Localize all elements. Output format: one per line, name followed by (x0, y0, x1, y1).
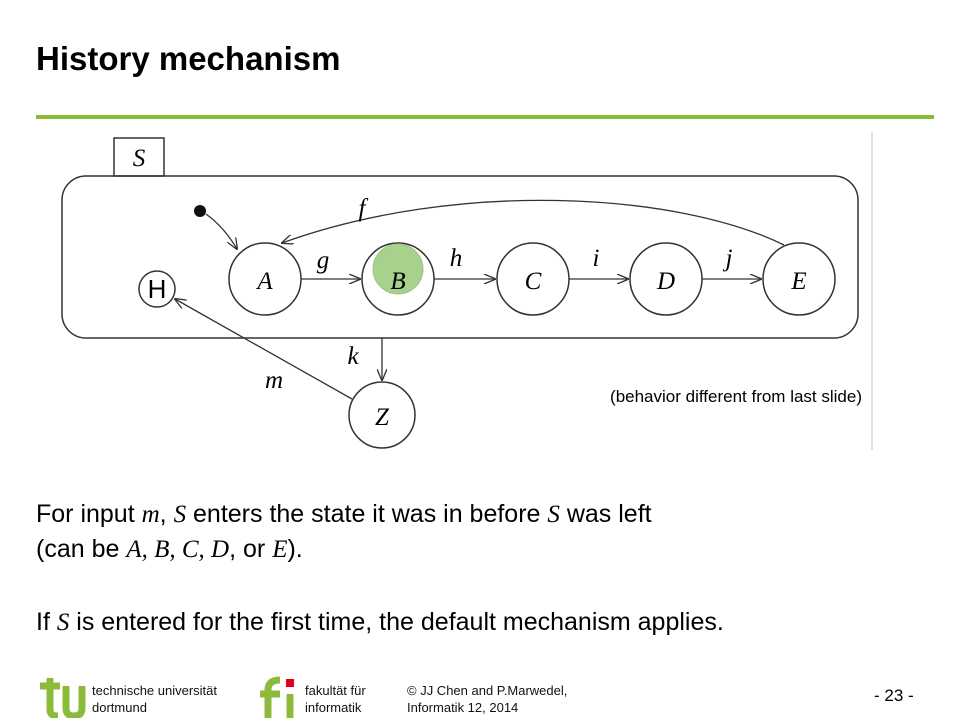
behavior-note: (behavior different from last slide) (610, 387, 862, 406)
title-divider (36, 115, 934, 119)
text-segment: is entered for the first time, the defau… (69, 608, 724, 636)
history-label: H (148, 274, 167, 304)
label-m: m (265, 367, 283, 394)
label-h: h (450, 245, 463, 272)
faculty-line-2: informatik (305, 700, 362, 715)
text-segment: ). (287, 535, 303, 563)
transition-f (282, 199, 785, 246)
label-j: j (723, 245, 733, 272)
label-g: g (317, 247, 330, 274)
state-b-label: B (390, 268, 405, 295)
label-k: k (347, 343, 359, 370)
state-b-highlight (372, 243, 424, 295)
history-state (138, 270, 176, 308)
symbol-s: S (173, 501, 187, 528)
text-segment: For input (36, 500, 142, 528)
transition-m (175, 299, 353, 400)
text-segment: , (159, 500, 174, 528)
symbol-s: S (56, 609, 70, 636)
state-z-label: Z (375, 404, 390, 431)
paragraph-input-m: For input m, S enters the state it was i… (36, 497, 652, 567)
statechart-diagram: S H A B C D E Z f g h i j k m (behavior … (61, 132, 873, 450)
state-e (762, 242, 836, 316)
text-segment: enters the state it was in before (186, 500, 548, 528)
tu-logo (40, 678, 86, 718)
superstate-label: S (133, 145, 146, 172)
label-f: f (359, 195, 369, 222)
faculty-name: fakultät für informatik (305, 682, 366, 716)
university-line-1: technische universität (92, 683, 218, 698)
symbol-s: S (547, 501, 560, 528)
symbol-e: E (272, 536, 288, 563)
fi-logo (260, 676, 294, 718)
text-segment: , or (229, 535, 273, 563)
initial-state-dot (194, 205, 206, 217)
paragraph-default-mechanism: If S is entered for the first time, the … (36, 605, 724, 640)
slide-title: History mechanism (36, 40, 341, 77)
state-list: A, B, C, D (126, 536, 230, 563)
initial-transition (205, 213, 237, 249)
label-i: i (593, 245, 600, 272)
text-segment: was left (559, 500, 652, 528)
copyright-line-1: © JJ Chen and P.Marwedel, (407, 683, 568, 698)
state-c-label: C (525, 268, 542, 295)
page-number: - 23 - (874, 686, 914, 705)
copyright-line-2: Informatik 12, 2014 (407, 700, 519, 715)
faculty-line-1: fakultät für (305, 683, 366, 698)
university-name: technische universität dortmund (92, 682, 217, 716)
state-d-label: D (656, 268, 675, 295)
superstate-s (61, 175, 859, 339)
fi-logo-dot (286, 679, 294, 687)
state-e-label: E (790, 268, 806, 295)
symbol-m: m (141, 501, 160, 528)
text-segment: (can be (36, 535, 127, 563)
university-line-2: dortmund (92, 700, 147, 715)
state-a-label: A (255, 268, 273, 295)
state-z (348, 381, 416, 449)
copyright: © JJ Chen and P.Marwedel, Informatik 12,… (407, 682, 567, 716)
text-segment: If (36, 608, 57, 636)
